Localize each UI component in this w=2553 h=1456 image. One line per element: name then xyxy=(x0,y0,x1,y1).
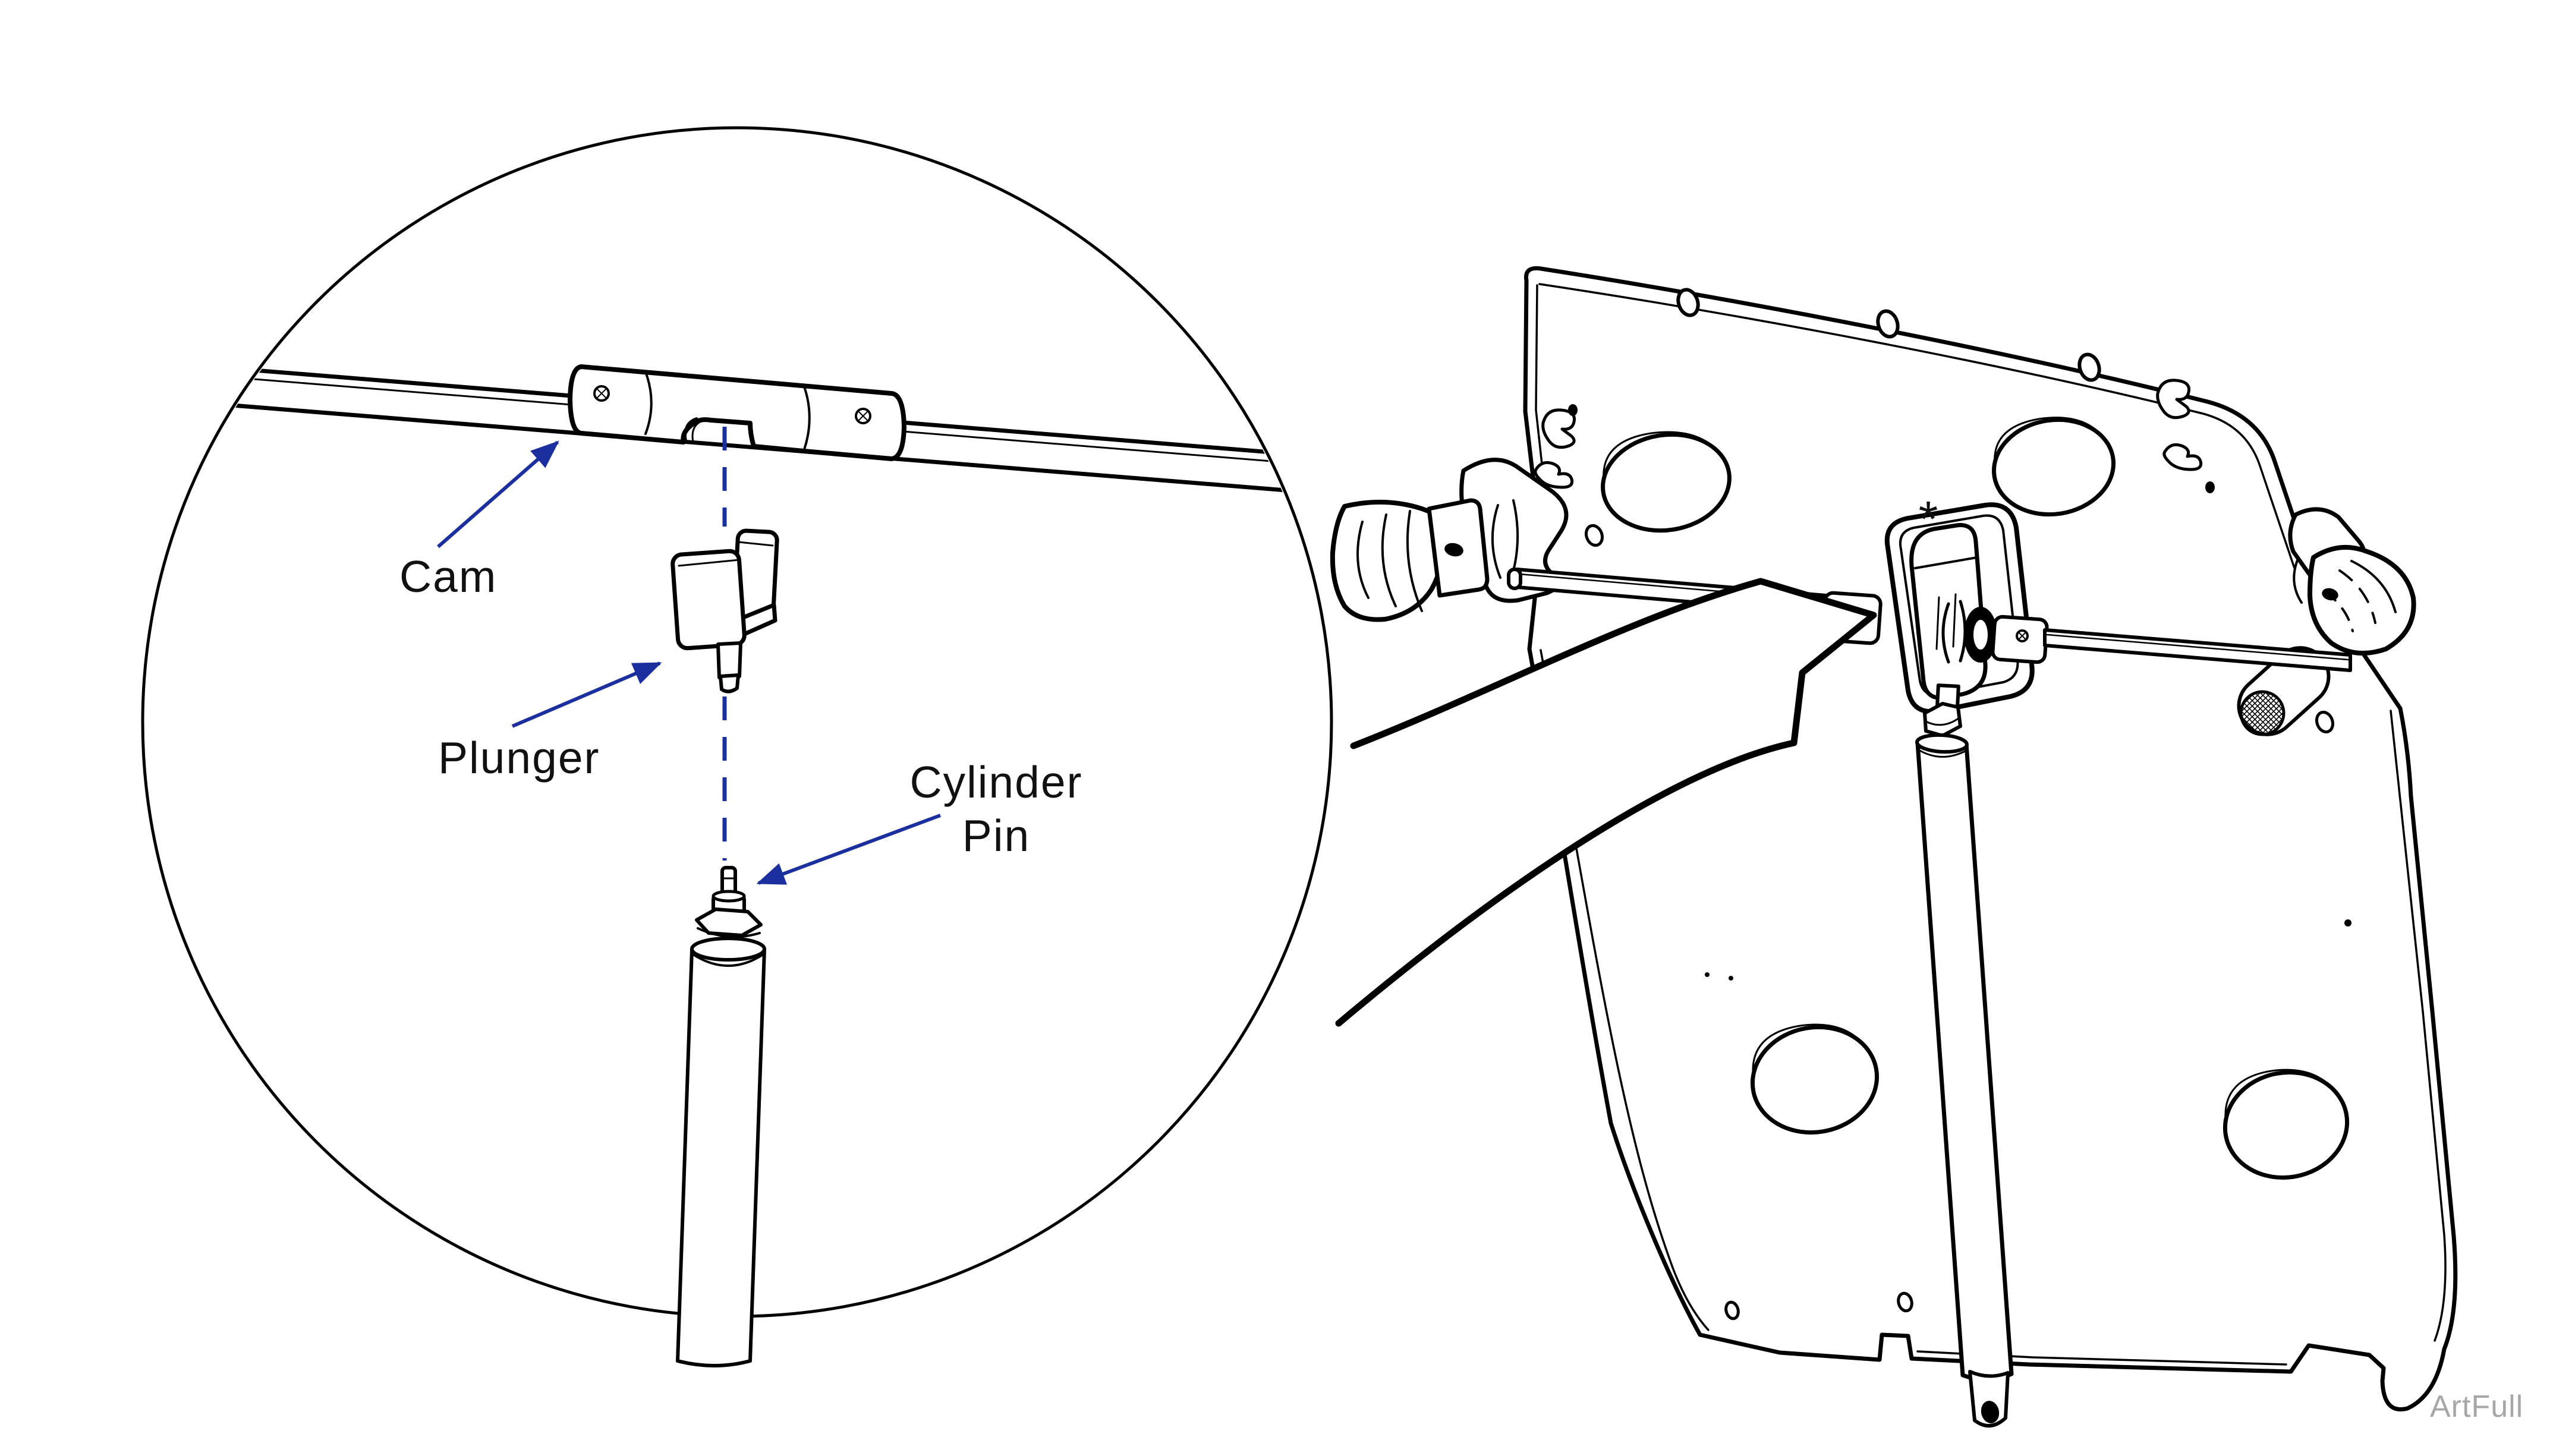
cylinder-pin-label-line2: Pin xyxy=(962,811,1030,861)
panel-clip-cutout xyxy=(2156,379,2191,420)
panel-clip-cutout xyxy=(1541,408,1576,449)
rod-collar-right xyxy=(1991,614,2049,664)
gas-cylinder xyxy=(1915,683,2014,1427)
panel-hole xyxy=(1876,309,1900,339)
panel-large-oval-lower-left xyxy=(1750,1023,1880,1135)
panel-hole xyxy=(1584,524,1604,547)
cylinder-pin-leader-arrow xyxy=(756,814,942,885)
plunger xyxy=(670,528,779,694)
release-rod-right xyxy=(2043,628,2352,672)
panel-hole xyxy=(1729,976,1733,981)
cylinder-end-hole xyxy=(1981,1401,2000,1423)
cam xyxy=(568,364,906,461)
panel-clip-cutout xyxy=(1534,461,1574,489)
watermark: ArtFull xyxy=(2430,1389,2523,1424)
detail-circle-view: Cam Plunger Cylinder Pin xyxy=(141,126,1333,1367)
panel-clip-cutout xyxy=(2162,443,2203,471)
bracket-asterisk: * xyxy=(1919,491,1938,547)
detail-cylinder xyxy=(676,866,766,1367)
panel-large-oval-upper-right xyxy=(1991,417,2116,517)
panel-bottom-lip xyxy=(1916,1350,2287,1366)
cam-set-screw xyxy=(855,408,871,424)
panel-hole xyxy=(2315,710,2335,734)
callouts: Cam Plunger Cylinder Pin xyxy=(399,440,1082,885)
panel-assembly: * xyxy=(1330,266,2458,1427)
cam-bracket-housing: * xyxy=(1884,491,2035,714)
panel-hole xyxy=(1705,972,1710,977)
panel-hole xyxy=(1568,404,1578,416)
panel-peg-right xyxy=(2237,646,2331,736)
plunger-label: Plunger xyxy=(438,733,600,783)
panel-hole xyxy=(1724,1300,1740,1321)
plunger-leader-arrow xyxy=(511,661,662,728)
panel-hole xyxy=(1676,288,1700,317)
panel-outline xyxy=(1523,266,2458,1411)
panel-large-oval-lower-right xyxy=(2223,1069,2350,1180)
panel-hole xyxy=(2205,481,2215,493)
cam-leader-arrow xyxy=(437,440,559,549)
paddle-screw xyxy=(2322,588,2338,601)
panel-edge-inner-skirt-right xyxy=(2390,710,2447,1342)
cylinder-body xyxy=(676,940,766,1367)
panel-large-oval-upper-left xyxy=(1601,431,1732,533)
cylinder-pin-label-line1: Cylinder xyxy=(909,757,1082,807)
left-release-paddle[interactable] xyxy=(1330,498,1490,622)
cam-label: Cam xyxy=(399,551,497,601)
cam-rod-group xyxy=(145,358,1329,497)
plunger-stem xyxy=(716,641,742,679)
cam-set-screw xyxy=(593,385,610,402)
paddle-screw xyxy=(1444,543,1463,557)
panel-hole xyxy=(2344,919,2351,926)
magnifier-swoosh-arrow xyxy=(1335,578,1877,1027)
panel-hole xyxy=(2077,352,2101,382)
right-release-paddle[interactable] xyxy=(2288,507,2416,656)
panel-hole xyxy=(1897,1291,1913,1313)
